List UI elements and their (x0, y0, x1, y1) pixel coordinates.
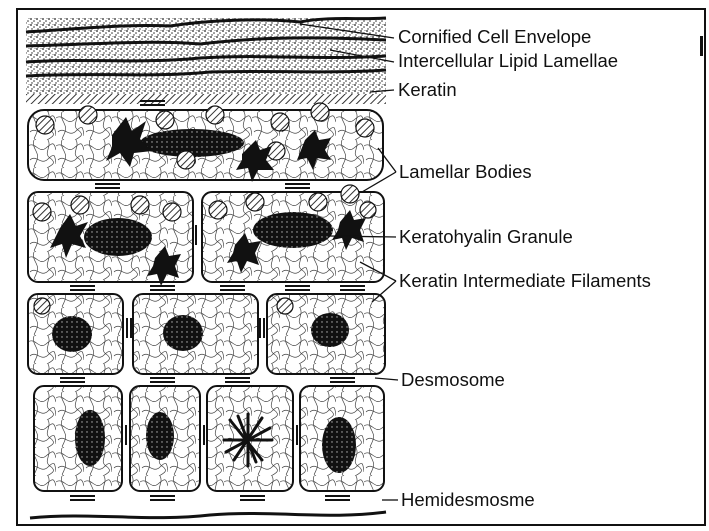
label-keratin-filaments: Keratin Intermediate Filaments (399, 271, 651, 291)
spinous-cells-row (28, 294, 385, 374)
label-keratohyalin-granule: Keratohyalin Granule (399, 227, 573, 247)
label-lipid-lamellae: Intercellular Lipid Lamellae (398, 51, 618, 71)
basal-cells-row (34, 386, 384, 491)
label-desmosome: Desmosome (401, 370, 505, 390)
label-lamellar-bodies: Lamellar Bodies (399, 162, 532, 182)
stratum-corneum (26, 18, 386, 104)
label-cornified-envelope: Cornified Cell Envelope (398, 27, 591, 47)
granular-cell-top (28, 103, 383, 182)
edge-mark (700, 36, 703, 56)
basement-membrane (30, 512, 386, 518)
label-keratin: Keratin (398, 80, 457, 100)
label-hemidesmosome: Hemidesmosme (401, 490, 535, 510)
